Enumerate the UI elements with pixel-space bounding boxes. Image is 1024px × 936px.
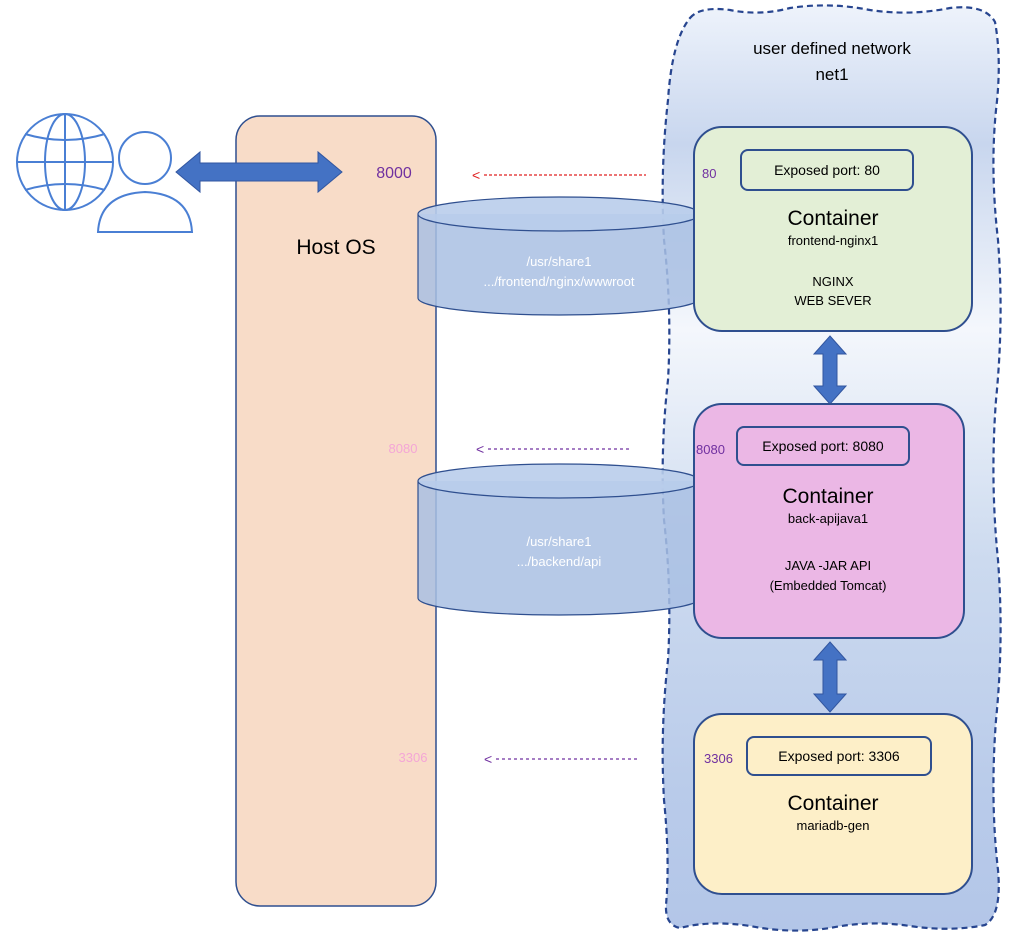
volume-backend: /usr/share1 .../backend/api xyxy=(417,463,701,616)
network-name: net1 xyxy=(815,65,848,84)
frontend-container-title: Container xyxy=(787,207,878,230)
frontend-mapping-arrowhead: < xyxy=(472,167,480,183)
volume-frontend-line1: /usr/share1 xyxy=(526,254,591,269)
db-exposed-port: Exposed port: 3306 xyxy=(778,748,900,764)
backend-db-double-arrow xyxy=(812,641,848,713)
container-backend-port: 8080 xyxy=(696,442,725,457)
internet-host-double-arrow xyxy=(175,150,343,194)
backend-container-name: back-apijava1 xyxy=(788,511,868,526)
frontend-desc1: NGINX xyxy=(812,274,854,289)
host-os-label: Host OS xyxy=(296,236,375,259)
volume-backend-line2: .../backend/api xyxy=(517,554,602,569)
host-os-box xyxy=(235,115,437,907)
host-port-8000: 8000 xyxy=(376,165,412,182)
volume-frontend-line2: .../frontend/nginx/wwwroot xyxy=(483,274,634,289)
backend-desc2: (Embedded Tomcat) xyxy=(770,578,887,593)
volume-backend-line1: /usr/share1 xyxy=(526,534,591,549)
network-title: user defined network xyxy=(753,39,911,58)
container-db-port: 3306 xyxy=(704,751,733,766)
port-mapping-backend: < xyxy=(476,441,632,457)
host-port-3306: 3306 xyxy=(399,750,428,765)
container-db-box xyxy=(693,713,973,895)
db-mapping-arrowhead: < xyxy=(484,751,492,767)
backend-exposed-port: Exposed port: 8080 xyxy=(762,438,884,454)
globe-user-icon xyxy=(16,113,194,233)
volume-frontend: /usr/share1 .../frontend/nginx/wwwroot xyxy=(417,196,701,316)
port-mapping-frontend: < xyxy=(472,167,646,183)
port-mapping-db: < xyxy=(484,751,640,767)
host-os: Host OS 8000 8080 3306 xyxy=(235,115,437,907)
backend-mapping-arrowhead: < xyxy=(476,441,484,457)
backend-desc1: JAVA -JAR API xyxy=(785,558,871,573)
container-backend-box xyxy=(693,403,965,639)
frontend-desc2: WEB SEVER xyxy=(794,293,871,308)
frontend-exposed-port: Exposed port: 80 xyxy=(774,162,880,178)
db-container-title: Container xyxy=(787,792,878,815)
db-container-name: mariadb-gen xyxy=(797,818,870,833)
db-exposed-port-box xyxy=(746,736,932,776)
container-frontend: 80 Exposed port: 80 Container frontend-n… xyxy=(693,126,973,332)
container-db: 3306 Exposed port: 3306 Container mariad… xyxy=(693,713,973,895)
backend-container-title: Container xyxy=(782,485,873,508)
container-backend: 8080 Exposed port: 8080 Container back-a… xyxy=(693,403,965,639)
frontend-exposed-port-box xyxy=(740,149,914,191)
container-frontend-box xyxy=(693,126,973,332)
host-port-8080: 8080 xyxy=(389,441,418,456)
container-frontend-port: 80 xyxy=(702,166,716,181)
backend-exposed-port-box xyxy=(736,426,910,466)
frontend-container-name: frontend-nginx1 xyxy=(788,233,878,248)
